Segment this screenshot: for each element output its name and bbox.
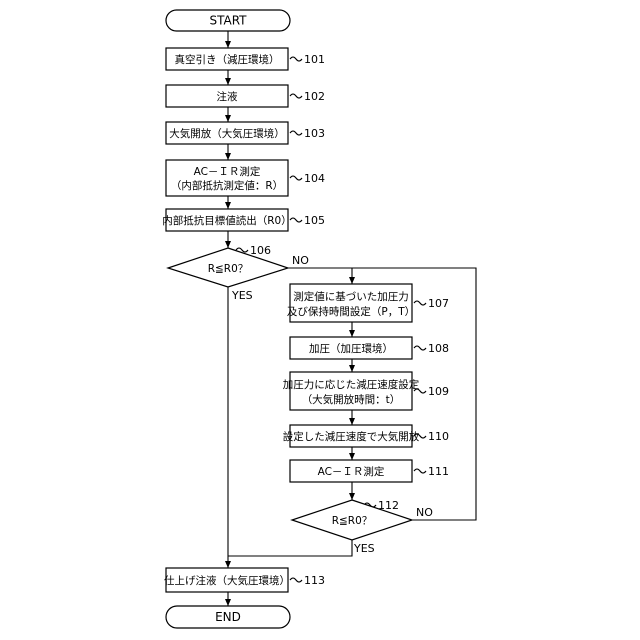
step-105-label: 内部抵抗目標値読出（R0）: [162, 214, 291, 227]
step-104-ref: 104: [304, 172, 325, 185]
step-103: 大気開放（大気圧環境） 103: [166, 122, 325, 144]
end-terminal: END: [166, 606, 290, 628]
decision-112-label: R≦R0？: [332, 515, 373, 527]
step-113: 仕上げ注液（大気圧環境） 113: [164, 568, 325, 592]
step-113-label: 仕上げ注液（大気圧環境）: [164, 574, 290, 587]
leader-107: [414, 301, 426, 305]
start-label: START: [209, 14, 247, 28]
leader-111: [414, 469, 426, 473]
step-104-label-line2: （内部抵抗測定値：R）: [171, 179, 283, 192]
step-110-ref: 110: [428, 430, 449, 443]
decision-106: R≦R0？ 106 NO YES: [168, 244, 309, 302]
decision-112-yes-label: YES: [353, 542, 375, 555]
step-103-ref: 103: [304, 127, 325, 140]
step-105: 内部抵抗目標値読出（R0） 105: [162, 209, 325, 231]
step-105-ref: 105: [304, 214, 325, 227]
step-110-label: 設定した減圧速度で大気開放: [283, 430, 420, 443]
step-111-label: AC－ＩＲ測定: [318, 465, 385, 478]
step-108-ref: 108: [428, 342, 449, 355]
step-109-ref: 109: [428, 385, 449, 398]
decision-112-no-label: NO: [416, 506, 433, 519]
step-107-label-line2: 及び保持時間設定（P，T）: [287, 305, 415, 318]
step-108: 加圧（加圧環境） 108: [290, 337, 449, 359]
step-104-label-line1: AC－ＩＲ測定: [194, 165, 261, 178]
step-102: 注液 102: [166, 85, 325, 107]
step-101: 真空引き（減圧環境） 101: [166, 48, 325, 70]
leader-113: [290, 578, 302, 582]
step-109-label-line1: 加圧力に応じた減圧速度設定: [283, 378, 420, 391]
step-109: 加圧力に応じた減圧速度設定 （大気開放時間：t） 109: [283, 372, 449, 410]
step-107: 測定値に基づいた加圧力 及び保持時間設定（P，T） 107: [287, 284, 449, 322]
step-111: AC－ＩＲ測定 111: [290, 460, 449, 482]
end-label: END: [215, 610, 241, 624]
start-terminal: START: [166, 10, 290, 31]
leader-105: [290, 218, 302, 222]
decision-106-ref: 106: [250, 244, 271, 257]
step-104: AC－ＩＲ測定 （内部抵抗測定値：R） 104: [166, 160, 325, 196]
step-110: 設定した減圧速度で大気開放 110: [283, 425, 449, 447]
decision-112-ref: 112: [378, 499, 399, 512]
step-102-ref: 102: [304, 90, 325, 103]
step-107-label-line1: 測定値に基づいた加圧力: [293, 290, 409, 303]
step-111-ref: 111: [428, 465, 449, 478]
leader-102: [290, 94, 302, 98]
leader-108: [414, 346, 426, 350]
step-107-ref: 107: [428, 297, 449, 310]
step-103-label: 大気開放（大気圧環境）: [169, 127, 285, 140]
step-108-label: 加圧（加圧環境）: [309, 342, 393, 355]
leader-103: [290, 131, 302, 135]
step-101-label: 真空引き（減圧環境）: [175, 53, 280, 66]
decision-106-no-label: NO: [292, 254, 309, 267]
step-101-ref: 101: [304, 53, 325, 66]
leader-104: [290, 176, 302, 180]
arrow-112-yes-to-113: [228, 540, 352, 556]
step-102-label: 注液: [217, 90, 238, 103]
arrow-106-no-to-107: [288, 268, 352, 284]
step-109-label-line2: （大気開放時間：t）: [302, 393, 401, 406]
decision-112: R≦R0？ 112 NO YES: [292, 499, 433, 555]
leader-101: [290, 57, 302, 61]
step-113-ref: 113: [304, 574, 325, 587]
decision-106-yes-label: YES: [231, 289, 253, 302]
decision-106-label: R≦R0？: [208, 263, 249, 275]
